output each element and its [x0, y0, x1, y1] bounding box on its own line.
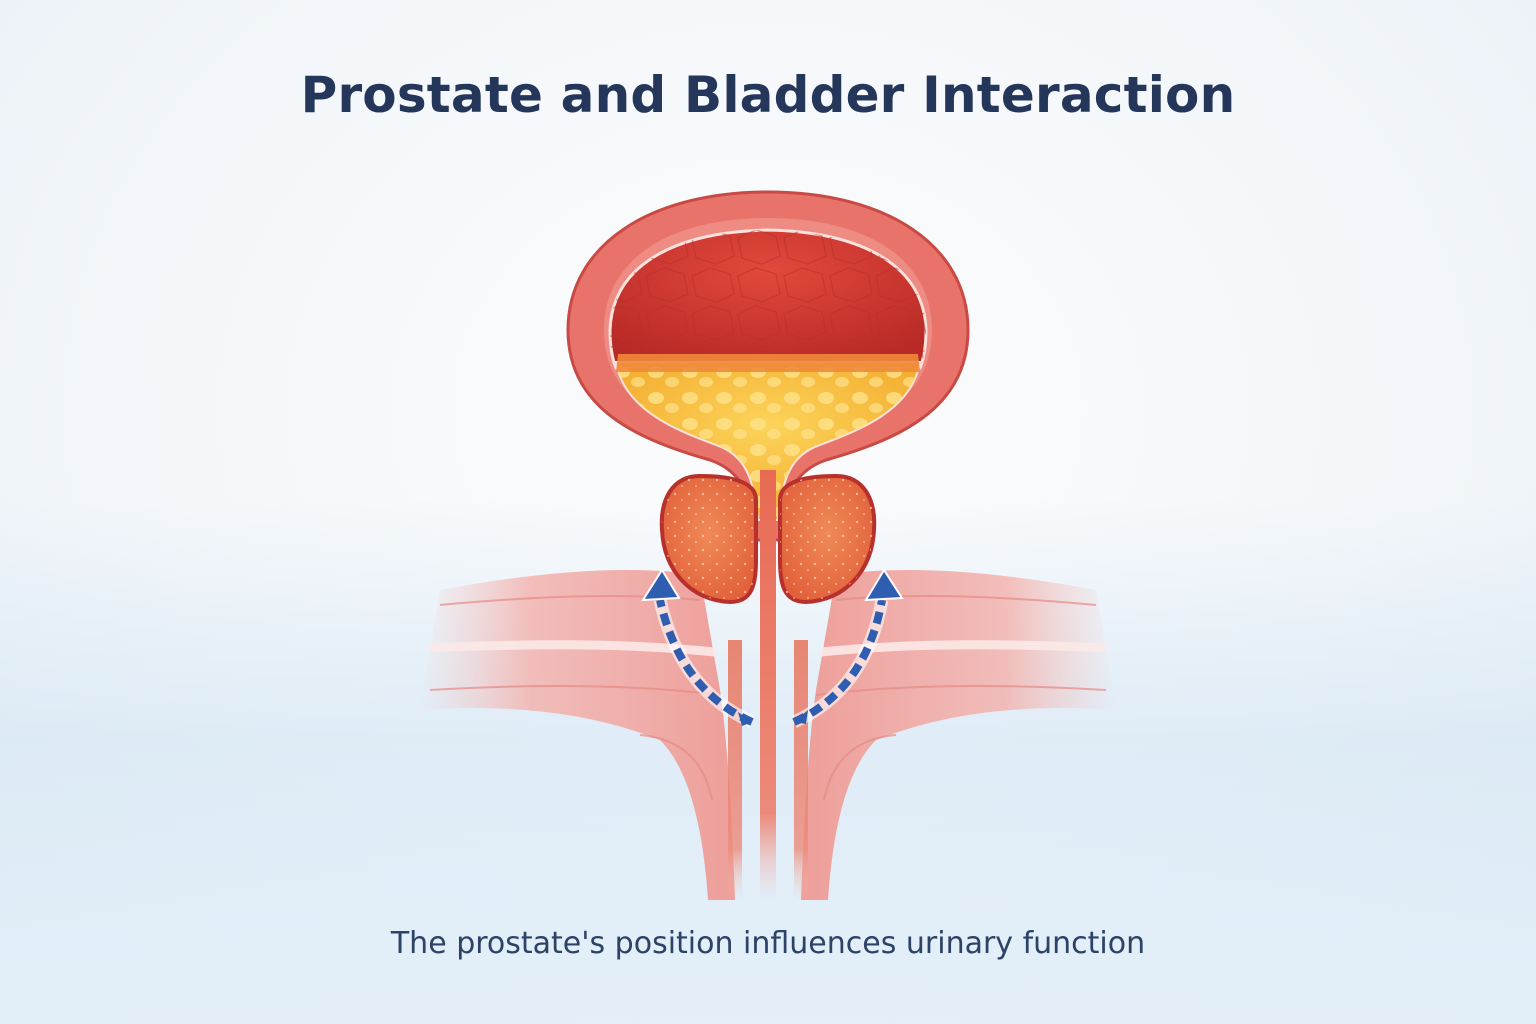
- page-title: Prostate and Bladder Interaction: [300, 66, 1236, 124]
- left-upward-arrow: [641, 568, 755, 728]
- right-upward-arrow: [791, 568, 904, 728]
- movement-arrows: [641, 568, 904, 728]
- bladder: [566, 190, 970, 542]
- urethra: [760, 470, 776, 900]
- prostate: [659, 473, 877, 605]
- caption: The prostate's position influences urina…: [390, 926, 1146, 961]
